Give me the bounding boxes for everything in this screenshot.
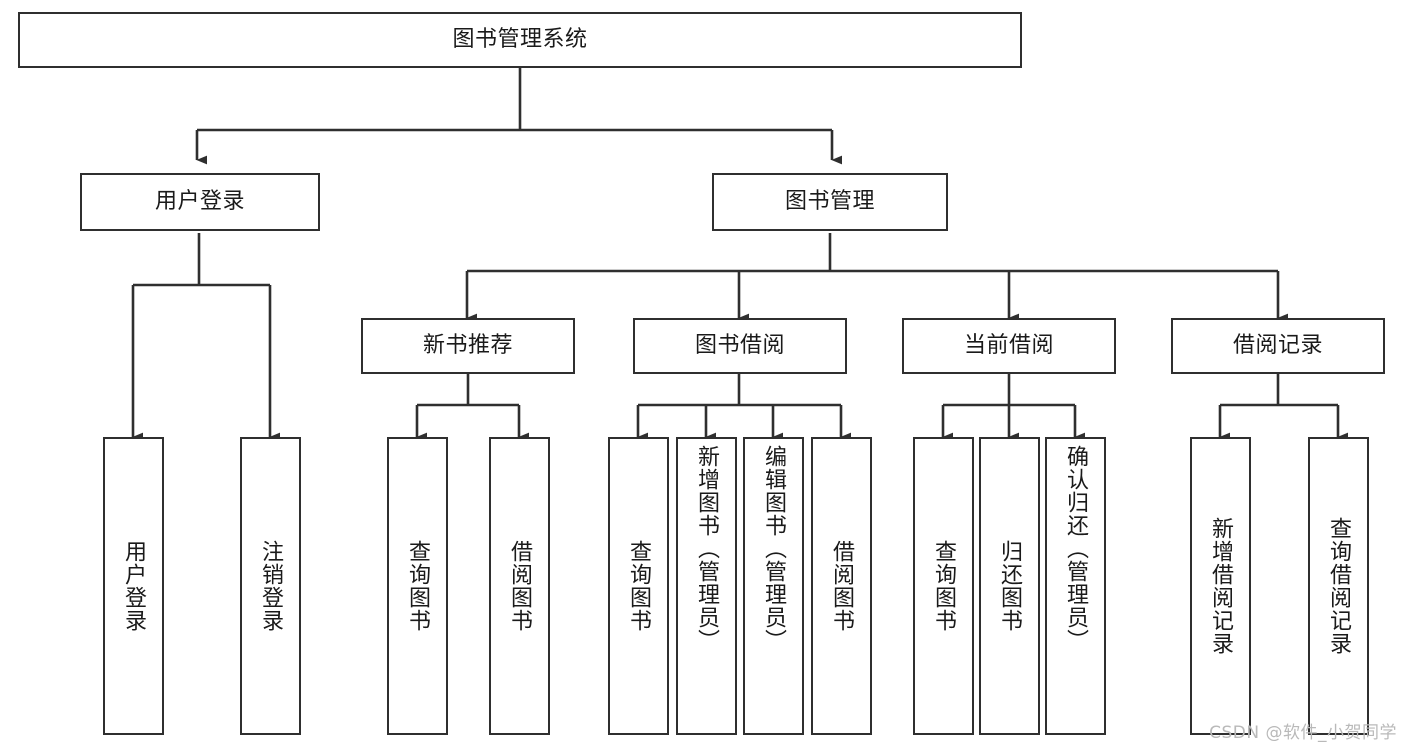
- node-leaf-query-record-label: 查询借阅记录: [1326, 517, 1352, 655]
- node-leaf-query-book-3[interactable]: 查询图书: [913, 437, 974, 735]
- node-book-manage-label: 图书管理: [784, 189, 875, 215]
- node-current-borrow-label: 当前借阅: [963, 333, 1054, 359]
- node-leaf-query-record[interactable]: 查询借阅记录: [1308, 437, 1369, 735]
- node-leaf-borrow-book-1-label: 借阅图书: [507, 540, 533, 632]
- node-leaf-logout-login[interactable]: 注销登录: [240, 437, 301, 735]
- node-leaf-query-book-3-label: 查询图书: [931, 540, 957, 632]
- node-leaf-query-book-2[interactable]: 查询图书: [608, 437, 669, 735]
- node-borrow-record-label: 借阅记录: [1232, 333, 1323, 359]
- node-leaf-confirm-return-label: 确认归还（管理员）: [1063, 445, 1089, 652]
- node-leaf-user-login-label: 用户登录: [121, 540, 147, 632]
- node-leaf-add-record[interactable]: 新增借阅记录: [1190, 437, 1251, 735]
- node-leaf-user-login[interactable]: 用户登录: [103, 437, 164, 735]
- node-new-book-recommend[interactable]: 新书推荐: [361, 318, 575, 374]
- node-current-borrow[interactable]: 当前借阅: [902, 318, 1116, 374]
- node-leaf-logout-login-label: 注销登录: [258, 540, 284, 632]
- node-leaf-add-record-label: 新增借阅记录: [1208, 517, 1234, 655]
- node-leaf-borrow-book-1[interactable]: 借阅图书: [489, 437, 550, 735]
- node-leaf-borrow-book-2[interactable]: 借阅图书: [811, 437, 872, 735]
- node-leaf-query-book-2-label: 查询图书: [626, 540, 652, 632]
- node-leaf-edit-book[interactable]: 编辑图书（管理员）: [743, 437, 804, 735]
- node-book-borrow[interactable]: 图书借阅: [633, 318, 847, 374]
- node-borrow-record[interactable]: 借阅记录: [1171, 318, 1385, 374]
- node-book-borrow-label: 图书借阅: [694, 333, 785, 359]
- node-root-label: 图书管理系统: [452, 27, 588, 53]
- node-leaf-add-book[interactable]: 新增图书（管理员）: [676, 437, 737, 735]
- node-leaf-query-book-1[interactable]: 查询图书: [387, 437, 448, 735]
- node-leaf-return-book[interactable]: 归还图书: [979, 437, 1040, 735]
- node-leaf-return-book-label: 归还图书: [997, 540, 1023, 632]
- node-leaf-query-book-1-label: 查询图书: [405, 540, 431, 632]
- node-user-login-label: 用户登录: [154, 189, 245, 215]
- node-leaf-borrow-book-2-label: 借阅图书: [829, 540, 855, 632]
- node-leaf-add-book-label: 新增图书（管理员）: [694, 445, 720, 652]
- node-user-login[interactable]: 用户登录: [80, 173, 320, 231]
- node-book-manage[interactable]: 图书管理: [712, 173, 948, 231]
- node-root[interactable]: 图书管理系统: [18, 12, 1022, 68]
- node-leaf-edit-book-label: 编辑图书（管理员）: [761, 445, 787, 652]
- node-leaf-confirm-return[interactable]: 确认归还（管理员）: [1045, 437, 1106, 735]
- node-new-book-recommend-label: 新书推荐: [422, 333, 513, 359]
